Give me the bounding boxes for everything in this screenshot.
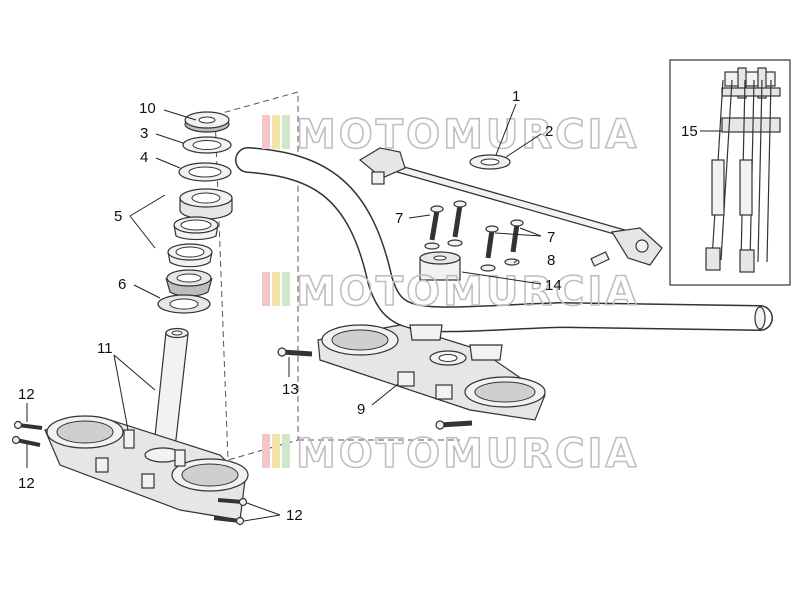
- clamp-bolt-lower: [435, 420, 473, 430]
- callout-9: 9: [357, 401, 365, 418]
- callout-12-right: 12: [286, 507, 303, 524]
- riser-bolts-7: [429, 200, 524, 259]
- upper-triple-clamp: [317, 324, 546, 421]
- watermark-bottom: MOTOMURCIA: [262, 430, 639, 478]
- callout-14: 14: [545, 277, 562, 294]
- callout-7-right: 7: [547, 229, 555, 246]
- callout-11: 11: [97, 340, 113, 357]
- lower-triple-clamp: [44, 415, 249, 521]
- callout-leaders: [26, 103, 542, 522]
- steering-damper-rod: [358, 147, 663, 267]
- callout-12-top: 12: [18, 386, 35, 403]
- callout-12-left: 12: [18, 475, 35, 492]
- fork-assembly-inset: 15: [669, 59, 791, 286]
- callout-7-left: 7: [395, 210, 403, 227]
- watermark-top: MOTOMURCIA: [262, 111, 639, 159]
- callout-13: 13: [282, 381, 299, 398]
- steering-stem-tube: [152, 327, 189, 458]
- watermark-middle: MOTOMURCIA: [262, 268, 639, 316]
- bolt-13: [277, 347, 313, 357]
- handlebar-riser-14: [419, 251, 461, 281]
- callout-5: 5: [114, 208, 122, 225]
- watermark-text-bottom: MOTOMURCIA: [296, 431, 639, 477]
- callout-15: 15: [681, 123, 698, 140]
- callout-6: 6: [118, 276, 126, 293]
- watermark-text-top: MOTOMURCIA: [296, 112, 639, 158]
- stem-bearing-stack: [157, 111, 233, 314]
- handlebar: [235, 147, 773, 333]
- callout-1: 1: [512, 88, 520, 105]
- watermark-text-middle: MOTOMURCIA: [296, 269, 639, 315]
- callout-8: 8: [547, 252, 555, 269]
- riser-washers-8: [424, 239, 520, 272]
- callout-10: 10: [139, 100, 156, 117]
- callout-4: 4: [140, 149, 148, 166]
- clamp-bolts-12: [11, 420, 248, 526]
- callout-2: 2: [545, 123, 553, 140]
- fork-assembly-drawing: [705, 67, 781, 273]
- callout-3: 3: [140, 125, 148, 142]
